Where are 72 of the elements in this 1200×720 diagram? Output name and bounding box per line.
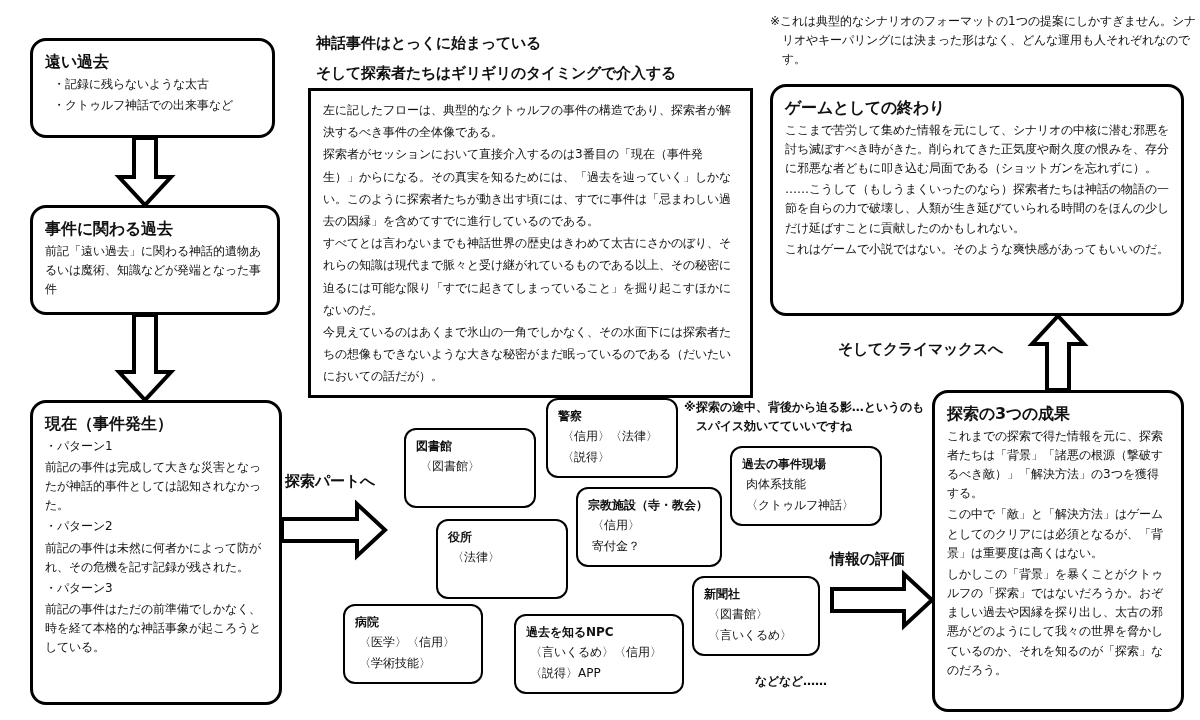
stage-box [932, 390, 1184, 712]
skill-text: 〈説得〉APP [529, 665, 602, 682]
skill-text: 〈医学〉〈信用〉 [358, 635, 456, 651]
body-text: 前記の事件はただの前準備でしかなく、時を経て本格的な神話事象が起ころうとしている。 [45, 601, 262, 657]
location-box [514, 614, 684, 694]
location-box [436, 519, 568, 599]
location-box [692, 576, 820, 656]
heading: そして探索者たちはギリギリのタイミングで介入する [315, 63, 677, 84]
body-text: ここまで苦労して集めた情報を元にして、シナリオの中核に潜む邪悪を討ち滅ぼすべき時がきた。削られてきた正気度や耐久度の恨みを、存分に邪悪な者どもに叩き込む局面である（ショットガンを忘れずに）。 [785, 121, 1169, 177]
body-text: ・パターン1 [45, 437, 114, 455]
skill-text: 〈言いくるめ〉〈信用〉 [529, 645, 663, 661]
box-title: 遠い過去 [45, 51, 110, 73]
paragraph: 今見えているのはあくまで氷山の一角でしかなく、その水面下には探索者たちの想像もできないような大きな秘密がまだ眠っているのである（だいたいにおいての話だが）。 [323, 323, 732, 386]
skill-text: 〈図書館〉 [707, 607, 769, 623]
body-text: 前記の事件は未然に何者かによって防がれ、その危機を記す記録が残された。 [45, 539, 262, 576]
box-title: 宗教施設（寺・教会） [588, 497, 709, 514]
paragraph: 左に記したフローは、典型的なクトゥルフの事件の構造であり、探索者が解決するべき事件の全体像である。 [323, 102, 732, 142]
block-arrow [114, 136, 176, 208]
block-arrow [280, 499, 388, 561]
location-box [343, 604, 483, 684]
skill-text: 〈信用〉 [591, 518, 641, 534]
box-title: 警察 [558, 408, 583, 425]
body-text: ・パターン2 [45, 518, 114, 536]
skill-text: 〈法律〉 [451, 550, 501, 566]
location-box [576, 487, 722, 567]
block-arrow [1027, 313, 1089, 392]
skill-text: 〈図書館〉 [419, 459, 481, 475]
edge-label: 情報の評価 [830, 550, 905, 569]
location-box [404, 428, 536, 508]
box-title: 現在（事件発生） [45, 413, 174, 435]
edge-label: 探索パートへ [285, 472, 375, 491]
body-text: ……こうして（もしうまくいったのなら）探索者たちは神話の物語の一節を自らの力で破壊し、人類が生き延びていられる時間のをほんの少しだけ延ばすことに貢献したのかもしれない。 [785, 181, 1169, 237]
box-title: ゲームとしての終わり [785, 97, 946, 119]
box-title: 役所 [448, 529, 473, 546]
box-title: 探索の3つの成果 [947, 403, 1072, 425]
location-box [546, 398, 678, 478]
box-title: 過去を知るNPC [526, 624, 615, 641]
note-text: ※これは典型的なシナリオのフォーマットの1つの提案にしかすぎません。シナリオやキーパリングには決まった形はなく、どんな運用も人それぞれなのです。 [770, 13, 1196, 69]
body-text: ・記録に残らないような太古 [52, 75, 210, 93]
box-title: 新聞社 [704, 586, 741, 603]
stage-box [30, 400, 282, 705]
skill-text: 寄付金？ [591, 538, 641, 555]
body-text: しかしこの「背景」を暴くことがクトゥルフの「探索」ではないだろうか。おぞましい過去や因縁を探り出し、太古の邪悪がどのようにして我々の世界を脅かしているのか、それを知るのが「探索」なのだろう。 [947, 565, 1164, 679]
skill-text: 〈信用〉〈法律〉 [561, 429, 659, 445]
block-arrow [114, 313, 176, 403]
skill-text: 〈言いくるめ〉 [707, 627, 793, 644]
body-text: これまでの探索で得た情報を元に、探索者たちは「背景」「諸悪の根源（撃破するべき敵）」「解決方法」の3つを獲得する。 [947, 427, 1164, 503]
box-title: 事件に関わる過去 [45, 218, 174, 240]
body-text: 前記「遠い過去」に関わる神話的遺物あるいは魔術、知識などが発端となった事件 [45, 242, 262, 298]
skill-text: 肉体系技能 [745, 477, 807, 493]
skill-text: 〈説得〉 [561, 449, 611, 466]
stage-box [30, 205, 280, 315]
stage-box [30, 38, 275, 138]
skill-text: 〈学術技能〉 [358, 655, 432, 672]
note-text: などなど…… [755, 673, 828, 690]
note-text: ※探索の途中、背後から迫る影…というのもスパイス効いてていいですね [684, 399, 924, 436]
edge-label: そしてクライマックスへ [838, 340, 1003, 359]
body-text: この中で「敵」と「解決方法」はゲームとしてのクリアには必須となるが、「背景」は重要度は高くはない。 [947, 506, 1164, 562]
heading: 神話事件はとっくに始まっている [315, 33, 542, 54]
box-title: 図書館 [416, 438, 453, 455]
body-text: ・パターン3 [45, 579, 114, 597]
paragraph: すべてとは言わないまでも神話世界の歴史はきわめて太古にさかのぼり、それらの知識は現代まで脈々と受け継がれているものである以上、その秘密に迫るには可能な限り「すでに起きてしまっていること」を掘り起こすほかにないのだ。 [323, 235, 732, 319]
block-arrow [830, 569, 935, 631]
skill-text: 〈クトゥルフ神話〉 [745, 497, 855, 514]
box-title: 過去の事件現場 [742, 456, 827, 473]
box-title: 病院 [355, 614, 380, 631]
body-text: 前記の事件は完成して大きな災害となったが神話的事件としては認知されなかった。 [45, 458, 262, 515]
body-text: これはゲームで小説ではない。そのような爽快感があってもいいのだ。 [785, 240, 1169, 258]
stage-box [770, 84, 1184, 316]
paragraph: 探索者がセッションにおいて直接介入するのは3番目の「現在（事件発生）」からになる。その真実を知るためには、「過去を辿っていく」しかない。このように探索者たちが動き出す頃には、すでに事件は「忌まわしい過去の因縁」を含めてすでに進行しているのである。 [323, 146, 732, 230]
location-box [730, 446, 882, 526]
body-text: ・クトゥルフ神話での出来事など [52, 96, 234, 114]
